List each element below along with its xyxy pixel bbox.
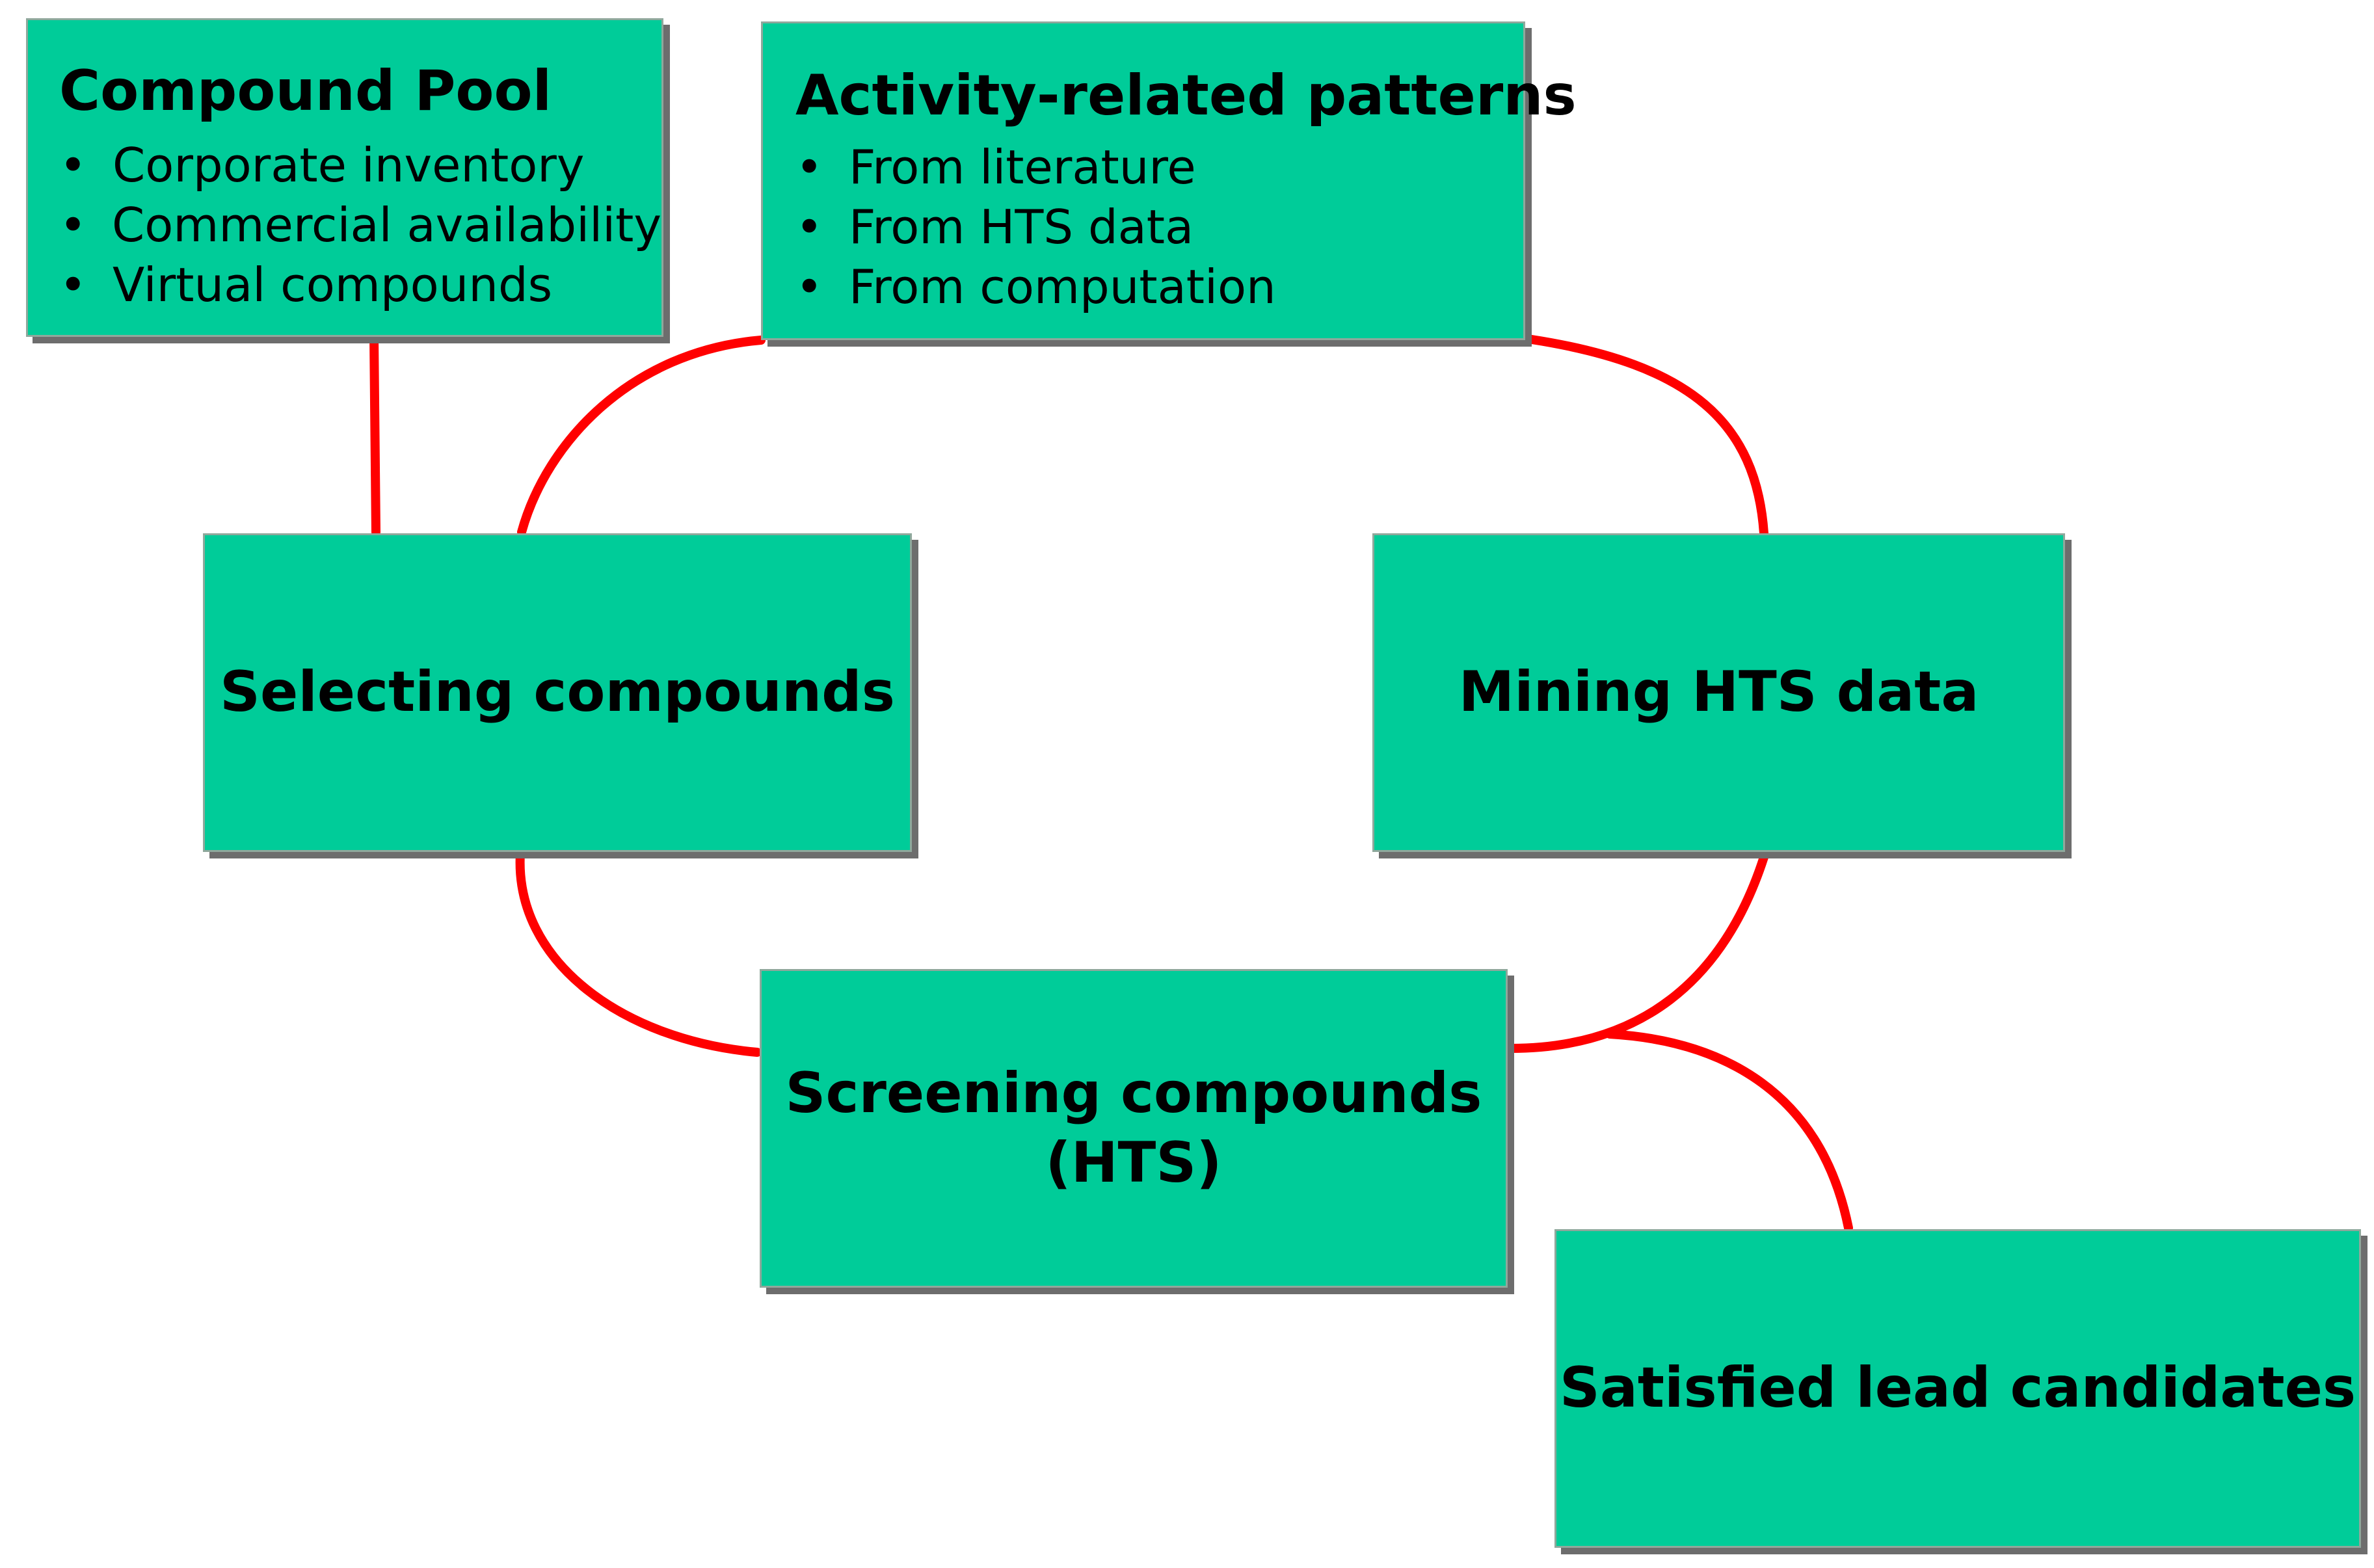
list-item: •From HTS data <box>795 197 1523 257</box>
arrow-screening-to-mining <box>1506 853 1768 1053</box>
compound-pool-box: Compound Pool •Corporate inventory •Comm… <box>26 18 663 337</box>
bullet-icon: • <box>795 200 823 255</box>
arrow-compound-pool-to-selecting <box>369 332 380 537</box>
activity-patterns-title: Activity-related patterns <box>795 63 1577 128</box>
bullet-icon: • <box>59 198 87 253</box>
arrow-mining-to-activity-patterns <box>1527 335 1768 538</box>
bullet-icon: • <box>59 258 87 313</box>
selecting-compounds-box: Selecting compounds <box>203 533 912 852</box>
bullet-icon: • <box>795 140 823 195</box>
screening-compounds-box: Screening compounds (HTS) <box>760 969 1508 1288</box>
satisfied-lead-candidates-label: Satisfied lead candidates <box>1559 1355 2356 1421</box>
list-item: •From literature <box>795 137 1523 197</box>
list-item: •Virtual compounds <box>59 255 661 315</box>
bullet-icon: • <box>59 138 87 193</box>
screening-compounds-label: Screening compounds (HTS) <box>785 1060 1482 1196</box>
mining-hts-data-box: Mining HTS data <box>1372 533 2065 852</box>
arrow-screening-to-satisfied <box>1605 1030 1853 1232</box>
selecting-compounds-label: Selecting compounds <box>220 659 895 725</box>
arrow-selecting-to-screening <box>515 849 762 1057</box>
compound-pool-list: •Corporate inventory •Commercial availab… <box>59 135 661 315</box>
activity-patterns-box: Activity-related patterns •From literatu… <box>761 21 1577 340</box>
activity-patterns-list: •From literature •From HTS data •From co… <box>795 137 1523 317</box>
list-item: •From computation <box>795 257 1523 317</box>
mining-hts-data-label: Mining HTS data <box>1458 659 1979 725</box>
list-item: •Commercial availability <box>59 195 661 255</box>
list-item: •Corporate inventory <box>59 135 661 195</box>
satisfied-lead-candidates-box: Satisfied lead candidates <box>1554 1229 2361 1548</box>
bullet-icon: • <box>795 259 823 315</box>
compound-pool-title: Compound Pool <box>59 59 552 124</box>
arrow-activity-patterns-to-selecting <box>517 336 766 537</box>
